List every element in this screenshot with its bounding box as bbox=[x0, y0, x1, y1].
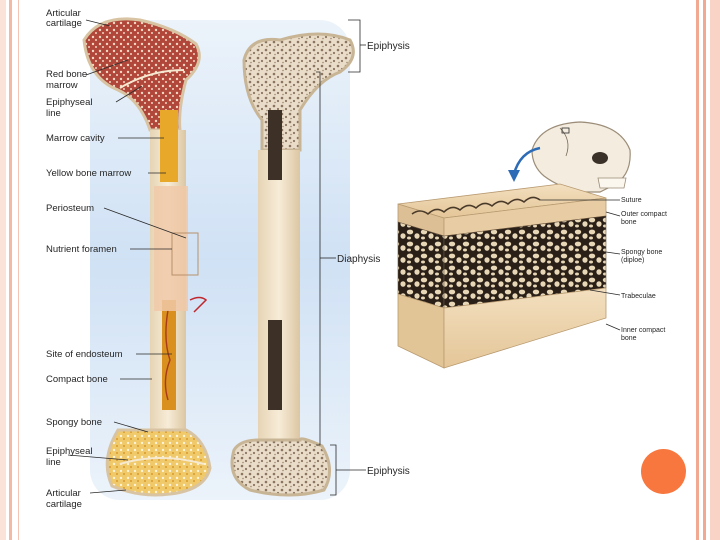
label-inner-compact-line2: bone bbox=[621, 335, 637, 342]
label-inner-compact-line1: Inner compact bbox=[621, 327, 665, 334]
label-outer-compact-line2: bone bbox=[621, 219, 637, 226]
label-site-of-endosteum: Site of endosteum bbox=[46, 349, 123, 360]
upper-cavity bbox=[268, 110, 282, 180]
label-outer-compact-line1: Outer compact bbox=[621, 211, 667, 218]
label-articular-cartilage-bottom-line2: cartilage bbox=[46, 499, 82, 510]
label-red-bone-marrow-line2: marrow bbox=[46, 80, 78, 91]
label-diaphysis: Diaphysis bbox=[337, 254, 380, 265]
label-red-bone-marrow-line1: Red bone bbox=[46, 69, 87, 80]
distal-epiphysis-spongy bbox=[232, 439, 330, 495]
label-yellow-bone-marrow: Yellow bone marrow bbox=[46, 168, 131, 179]
label-epiphyseal-line-top-line1: Epiphyseal bbox=[46, 97, 92, 108]
label-suture: Suture bbox=[621, 197, 642, 204]
label-epiphyseal-line-top-line2: line bbox=[46, 108, 61, 119]
label-trabeculae: Trabeculae bbox=[621, 293, 656, 300]
yellow-marrow-cavity bbox=[160, 110, 178, 182]
zoom-arrow-head bbox=[508, 170, 520, 182]
label-epiphysis-bottom: Epiphysis bbox=[367, 466, 410, 477]
label-spongy-diploe-line1: Spongy bone bbox=[621, 249, 662, 256]
label-periosteum: Periosteum bbox=[46, 203, 94, 214]
skull-illustration bbox=[532, 122, 630, 192]
label-articular-cartilage-top-line2: cartilage bbox=[46, 18, 82, 29]
label-spongy-bone: Spongy bone bbox=[46, 417, 102, 428]
flat-bone-block bbox=[398, 184, 606, 368]
lower-cavity bbox=[268, 320, 282, 410]
periosteum-wrap bbox=[154, 186, 188, 311]
label-epiphysis-top: Epiphysis bbox=[367, 41, 410, 52]
label-articular-cartilage-bottom-line1: Articular bbox=[46, 488, 81, 499]
label-nutrient-foramen: Nutrient foramen bbox=[46, 244, 117, 255]
label-spongy-diploe-line2: (diploe) bbox=[621, 257, 644, 264]
label-marrow-cavity: Marrow cavity bbox=[46, 133, 105, 144]
label-epiphyseal-line-bottom-line1: Epiphyseal bbox=[46, 446, 92, 457]
label-compact-bone: Compact bone bbox=[46, 374, 108, 385]
label-epiphyseal-line-bottom-line2: line bbox=[46, 457, 61, 468]
